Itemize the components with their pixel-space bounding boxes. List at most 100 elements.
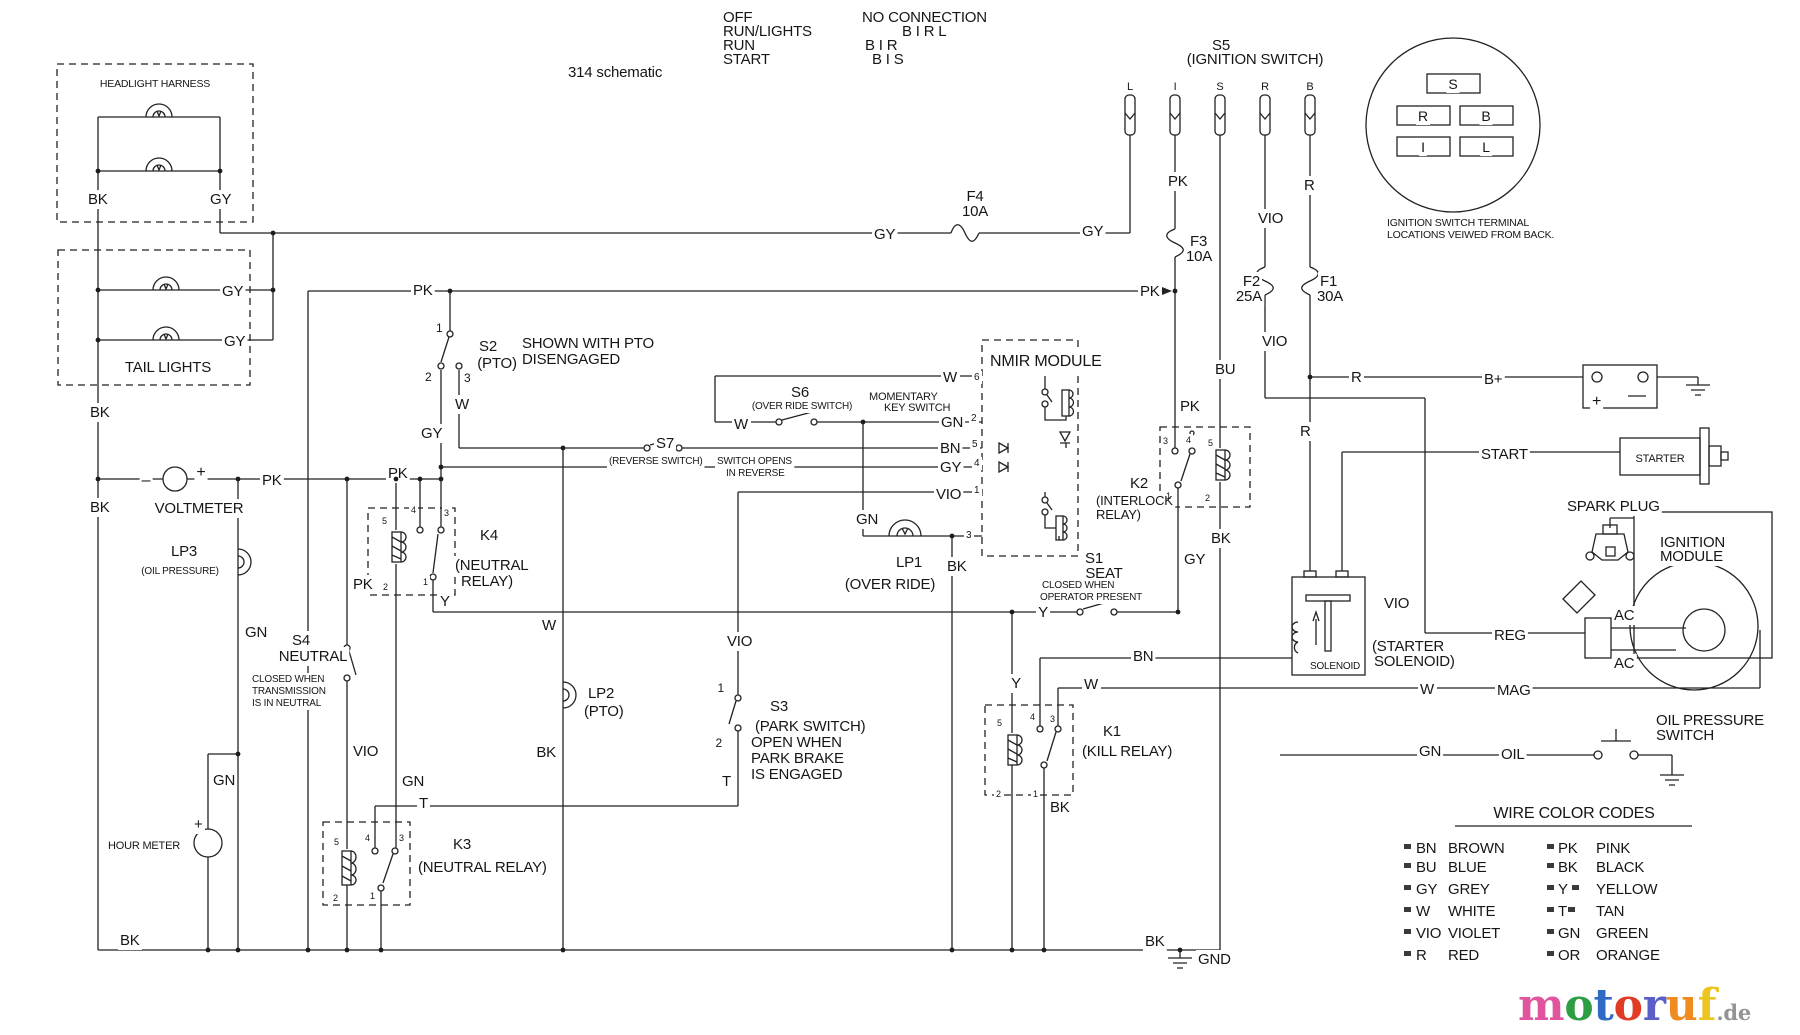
ignition-position-mode: RUN/LIGHTS (723, 23, 812, 40)
ignition-position-mode: START (723, 51, 770, 68)
label-bg (1446, 839, 1507, 858)
label-bg (534, 743, 559, 762)
label-bg (1612, 654, 1637, 673)
label-gy: GY (1082, 223, 1103, 240)
wire-layer (56, 37, 1773, 969)
label-oil: OIL (1501, 746, 1525, 763)
color-name: ORANGE (1596, 947, 1660, 964)
label-bg (1594, 858, 1647, 877)
label-bg (1048, 713, 1057, 725)
color-code: W (1416, 903, 1431, 920)
label--reverse-switch-: (REVERSE SWITCH) (609, 456, 702, 467)
lp3-label: LP3 (171, 543, 197, 560)
label-bg (720, 772, 733, 791)
fuse-f4-label: F4 (966, 188, 983, 205)
voltmeter-icon (162, 466, 188, 492)
fuse-f1-label: F1 (1320, 273, 1337, 290)
label--neutral: (NEUTRAL (455, 557, 528, 574)
label-relay-: RELAY) (461, 573, 513, 590)
k4-relay-box (367, 507, 456, 596)
label-bg (400, 772, 427, 791)
lp1-label: LP1 (896, 554, 922, 571)
color-code: R (1416, 947, 1427, 964)
label-bg (260, 471, 284, 490)
label-bg (1556, 902, 1569, 921)
label-2: 2 (1205, 493, 1210, 503)
label-vio: VIO (1262, 333, 1287, 350)
label-momentary: MOMENTARY (869, 391, 939, 403)
label-bg (1495, 681, 1533, 700)
label-bg (250, 697, 324, 710)
label-bg (854, 510, 881, 529)
fuse-f3-icon (1166, 228, 1184, 258)
label-bg (970, 438, 980, 451)
label-start: START (1481, 446, 1528, 463)
label-vio: VIO (727, 633, 752, 650)
label-bg (351, 575, 375, 594)
label-bg (1491, 804, 1657, 823)
label-solenoid-: SOLENOID) (1374, 653, 1455, 670)
label-switch: SWITCH (1656, 727, 1714, 744)
label-bg (860, 8, 989, 27)
label-bg (438, 592, 452, 611)
label-bg (1083, 549, 1105, 568)
label-key-switch: KEY SWITCH (884, 402, 951, 414)
label-ac: AC (1614, 655, 1635, 672)
label-bg (1009, 674, 1024, 693)
label-bg (1125, 80, 1136, 94)
label-bg (1131, 647, 1156, 666)
label-bg (1658, 547, 1726, 566)
label-25a: 25A (1236, 288, 1262, 305)
label-backgrounds (86, 8, 1767, 969)
motoruf-logo[interactable]: motoruf.de (1518, 980, 1751, 1031)
label-neutral: NEUTRAL (279, 648, 348, 665)
label-bg (749, 749, 846, 768)
label-bk: BK (947, 558, 967, 575)
code-bullet (1547, 863, 1554, 868)
label-3: 3 (464, 371, 471, 385)
label-y: Y (440, 593, 450, 610)
pin-label-l: L (1127, 81, 1133, 93)
label-bg (1080, 222, 1106, 241)
ignition-caption-line: IGNITION SWITCH TERMINAL (1387, 217, 1529, 229)
junction-dots (95, 168, 1313, 953)
terminal-letter-b: B (1481, 108, 1490, 124)
label-2: 2 (333, 893, 338, 903)
lp2-label: LP2 (588, 685, 614, 702)
label-bg (520, 334, 656, 353)
label-bg (1612, 606, 1637, 625)
label-1: 1 (718, 681, 725, 695)
color-code: BU (1416, 859, 1436, 876)
label-bg (1479, 107, 1493, 125)
label-bg (1101, 722, 1123, 741)
label-bg (1385, 228, 1557, 242)
label-bg (290, 631, 312, 650)
label-bg (540, 616, 560, 635)
label-6: 6 (974, 372, 980, 383)
label-30a: 30A (1317, 288, 1343, 305)
label-bg (88, 498, 112, 517)
label-vio: VIO (1384, 595, 1409, 612)
label-gn: GN (1419, 743, 1441, 760)
label-vio: VIO (936, 486, 961, 503)
starter-solenoid-label: (STARTER (1372, 638, 1444, 655)
code-bullet (1568, 907, 1575, 912)
color-name: GREEN (1596, 925, 1648, 942)
label-vio: VIO (353, 743, 378, 760)
label-bg (842, 575, 938, 594)
lamp-icons (145, 103, 922, 709)
label-bg (122, 358, 214, 377)
spark-plug-icon (1585, 524, 1635, 561)
label-2: 2 (425, 370, 432, 384)
lp3-bulb-icon (237, 548, 252, 576)
label-bg (1178, 397, 1202, 416)
label-bk: BK (1145, 933, 1165, 950)
label-bg (1446, 858, 1489, 877)
label-gn: GN (213, 772, 235, 789)
label-bg (1414, 839, 1439, 858)
starter-box (1619, 427, 1729, 485)
label-pk: PK (353, 576, 373, 593)
label-bg (1203, 492, 1212, 504)
label-+: + (196, 464, 205, 481)
label-gy: GY (940, 459, 961, 476)
